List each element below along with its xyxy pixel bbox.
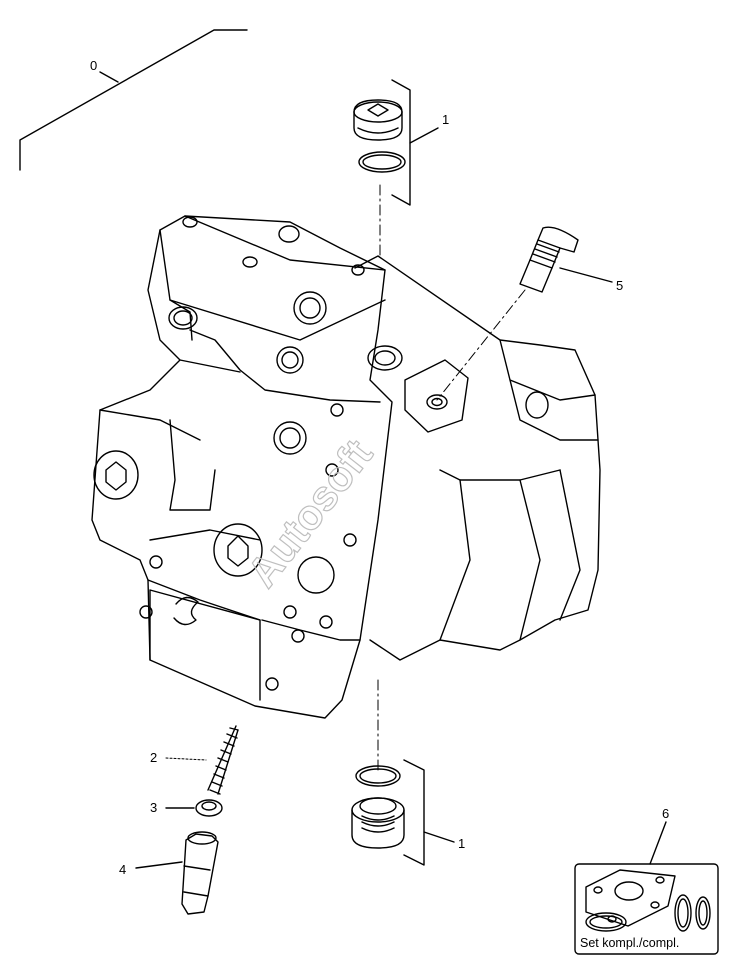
callout-1-bottom: 1 <box>458 836 465 851</box>
pin-part-4 <box>135 831 219 915</box>
assembly-bracket-0 <box>19 29 248 171</box>
washer-part-3 <box>165 799 223 817</box>
watermark: Autosoft <box>238 431 381 596</box>
o-ring-top <box>358 151 406 173</box>
valve-block-rear <box>354 255 601 661</box>
spring-part-2 <box>165 725 239 795</box>
valve-block-front <box>91 215 393 719</box>
axis-line-part5 <box>436 289 526 401</box>
bracket-1-bottom <box>403 759 455 866</box>
callout-6: 6 <box>662 806 669 821</box>
plug-top <box>353 99 403 141</box>
callout-0: 0 <box>90 58 97 73</box>
fitting-part-5 <box>519 226 613 293</box>
bracket-1-top <box>391 79 439 206</box>
plug-bottom <box>351 797 405 849</box>
set-box-part-6 <box>574 821 719 955</box>
callout-4: 4 <box>119 862 126 877</box>
callout-2: 2 <box>150 750 157 765</box>
o-ring-bottom <box>355 765 401 787</box>
callout-1-top: 1 <box>442 112 449 127</box>
callout-5: 5 <box>616 278 623 293</box>
callout-3: 3 <box>150 800 157 815</box>
set-box-caption: Set kompl./compl. <box>580 936 679 950</box>
bolt-heads <box>93 216 365 691</box>
